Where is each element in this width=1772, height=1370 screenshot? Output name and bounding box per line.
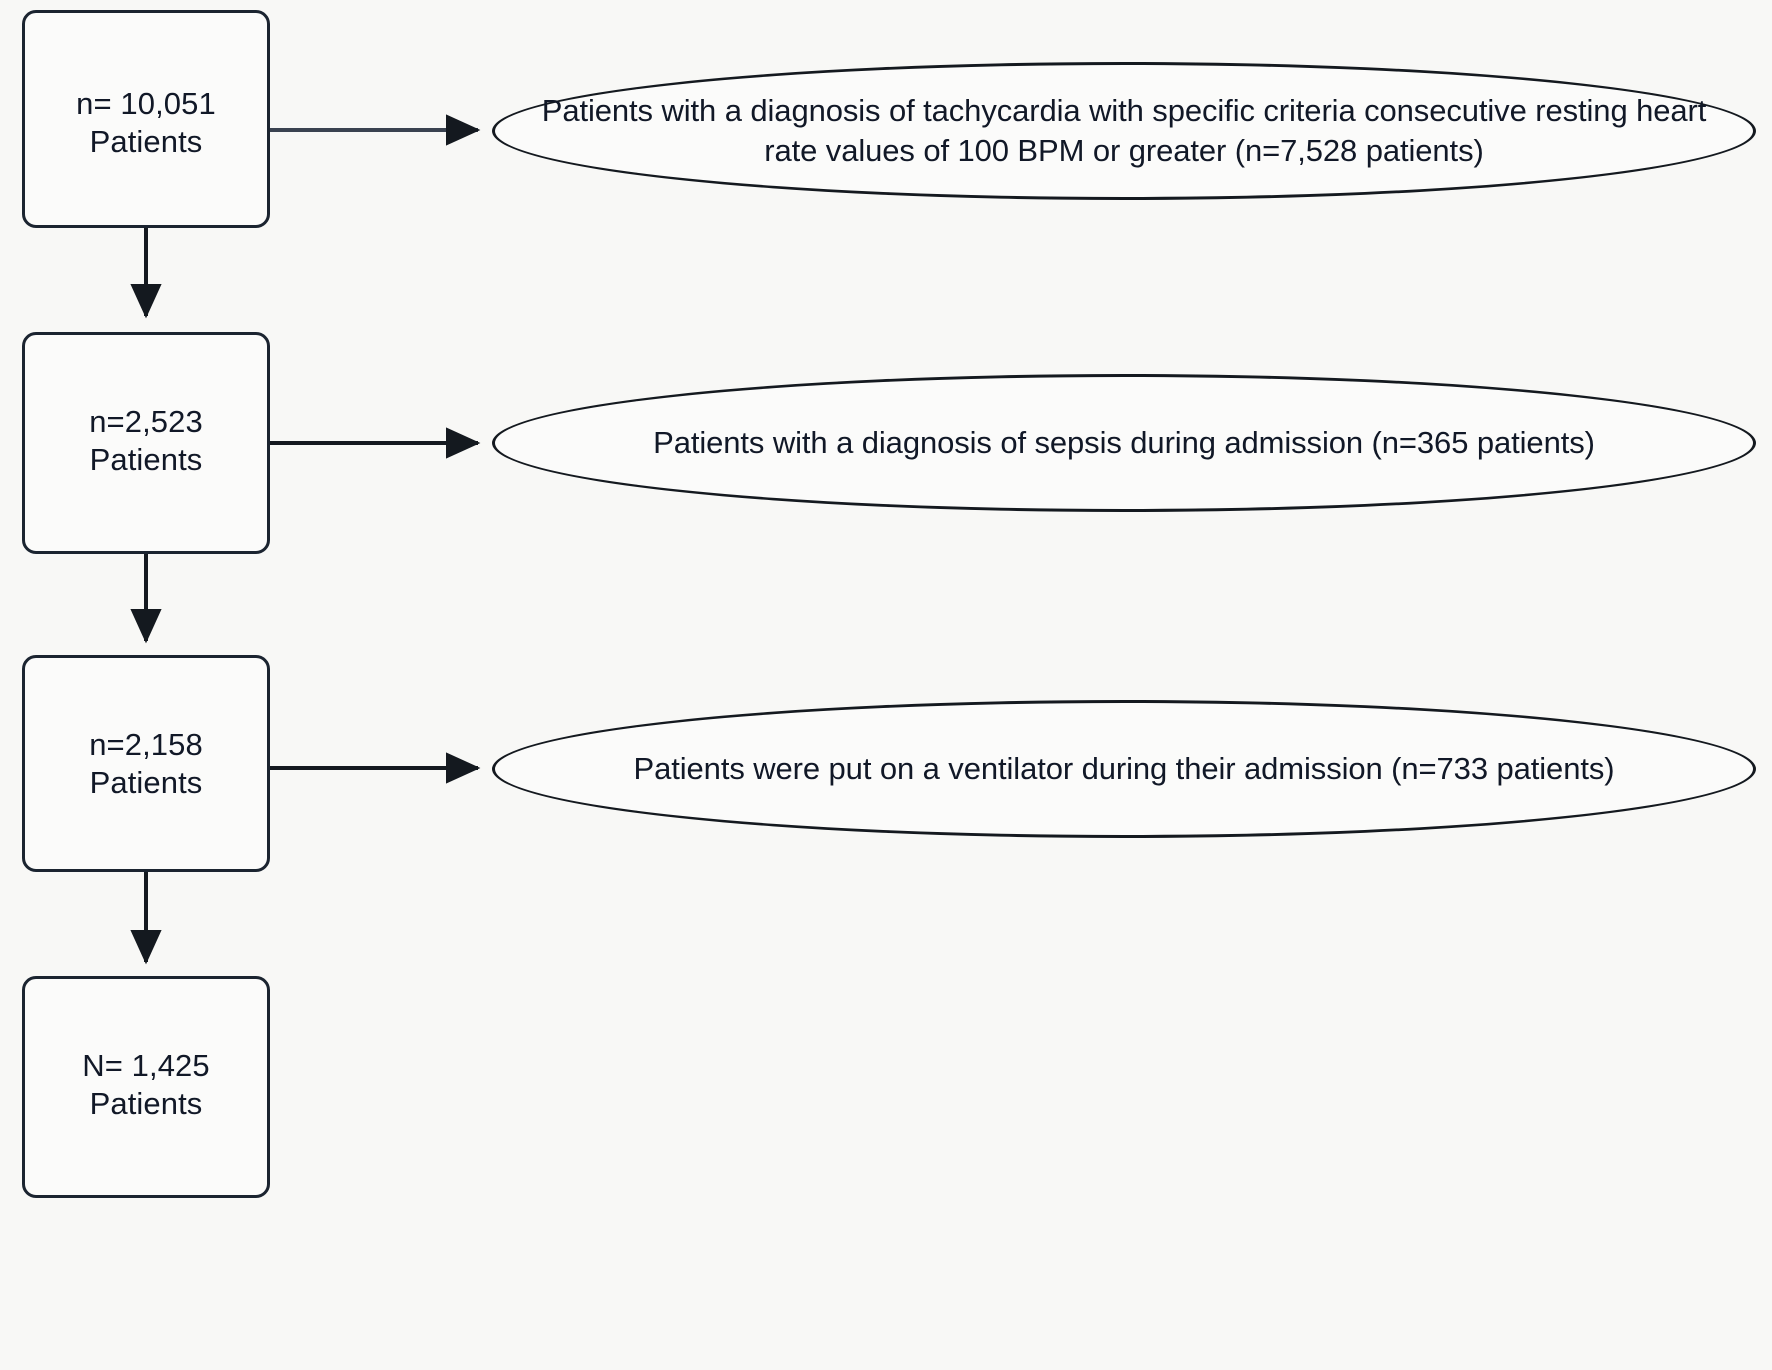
- box-final-cohort: N= 1,425 Patients: [22, 976, 270, 1198]
- box-after-sepsis-exclusion-label: Patients: [89, 764, 203, 800]
- box-initial-cohort-label: Patients: [89, 123, 203, 159]
- exclusion-sepsis: Patients with a diagnosis of sepsis duri…: [492, 374, 1756, 512]
- box-after-sepsis-exclusion-count: n=2,158: [89, 727, 203, 762]
- exclusion-tachycardia-text: Patients with a diagnosis of tachycardia…: [541, 93, 1707, 168]
- box-after-tachycardia-exclusion-label: Patients: [89, 441, 203, 477]
- box-after-tachycardia-exclusion-count: n=2,523: [89, 404, 203, 439]
- box-initial-cohort-count: n= 10,051: [76, 86, 216, 121]
- exclusion-ventilator: Patients were put on a ventilator during…: [492, 700, 1756, 838]
- box-initial-cohort: n= 10,051 Patients: [22, 10, 270, 228]
- exclusion-sepsis-text: Patients with a diagnosis of sepsis duri…: [653, 425, 1595, 461]
- exclusion-tachycardia: Patients with a diagnosis of tachycardia…: [492, 62, 1756, 200]
- box-final-cohort-label: Patients: [89, 1085, 203, 1121]
- box-after-tachycardia-exclusion: n=2,523 Patients: [22, 332, 270, 554]
- exclusion-ventilator-text: Patients were put on a ventilator during…: [633, 751, 1615, 787]
- box-final-cohort-count: N= 1,425: [82, 1048, 210, 1083]
- box-after-sepsis-exclusion: n=2,158 Patients: [22, 655, 270, 872]
